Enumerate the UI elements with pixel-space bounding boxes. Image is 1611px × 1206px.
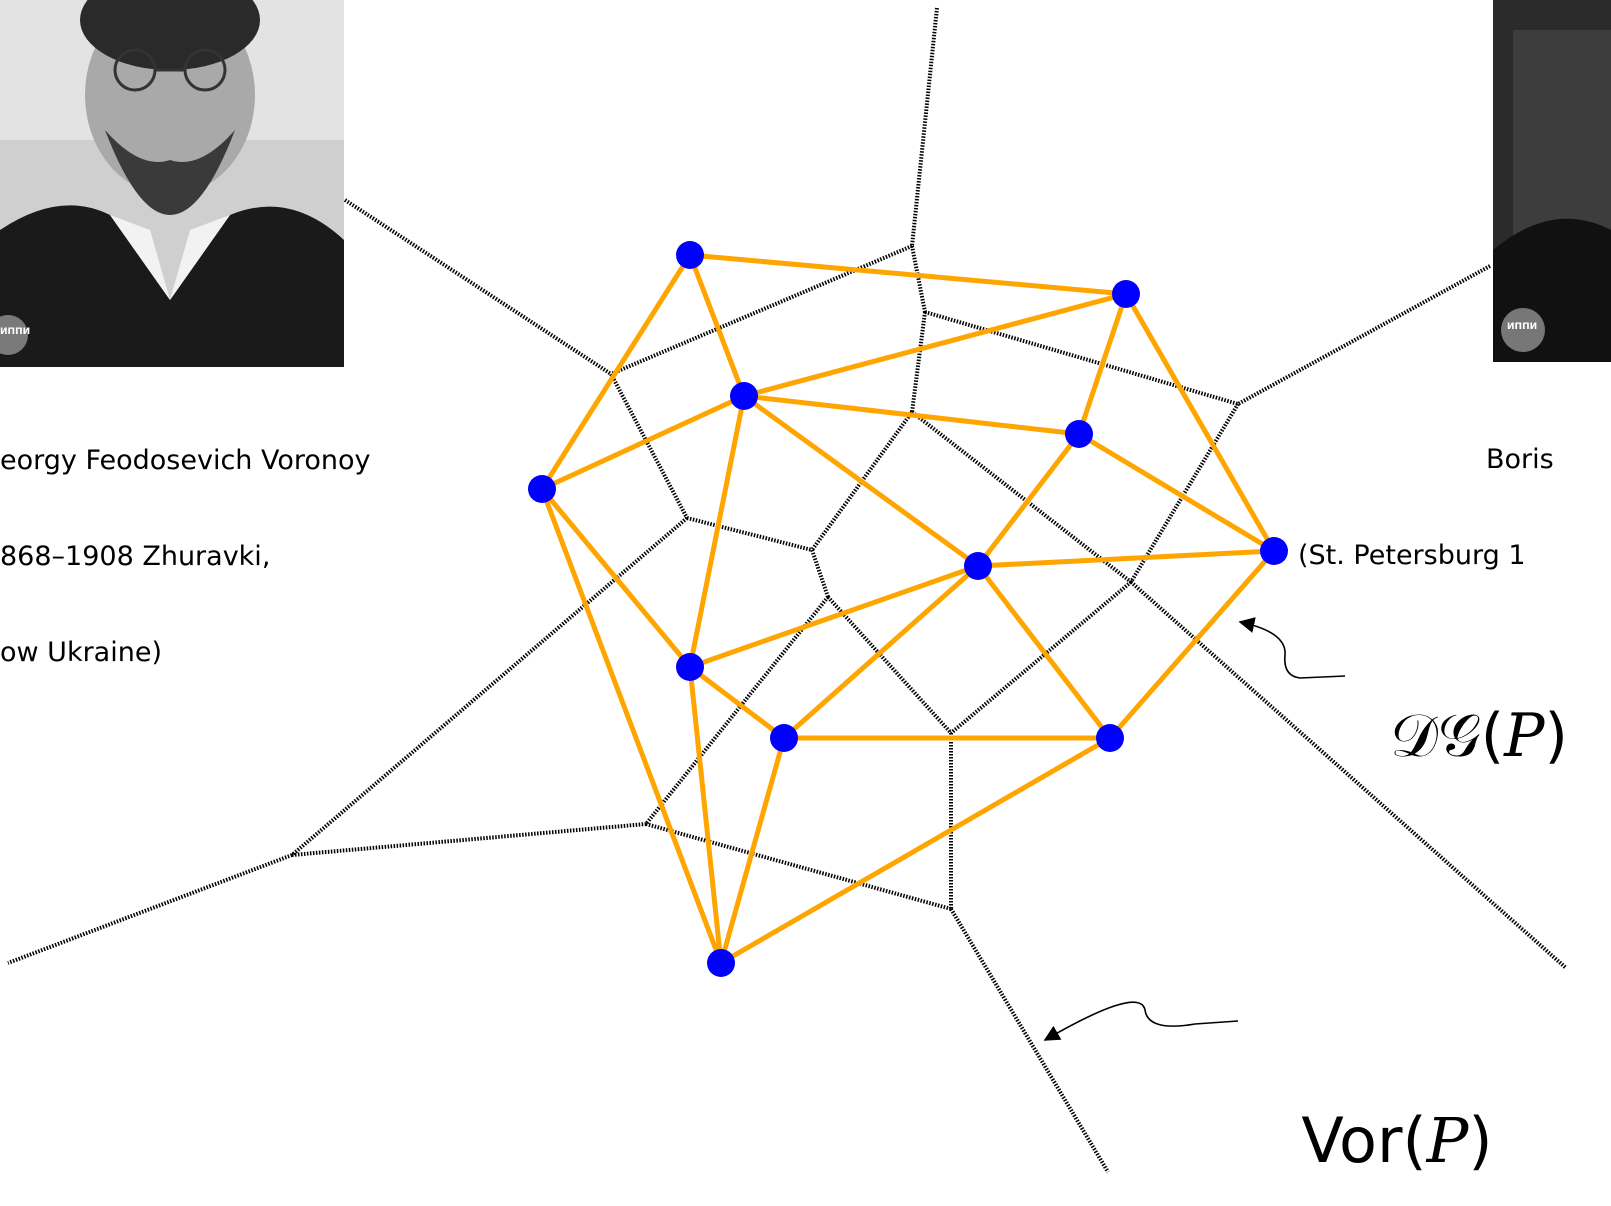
- voronoy-caption-line3: ow Ukraine): [0, 637, 162, 668]
- voronoi-edge: [343, 198, 613, 376]
- delaunay-graph-label: 𝒟𝒢(P): [1352, 628, 1568, 772]
- voronoy-caption: eorgy Feodosevich Voronoy 868–1908 Zhura…: [0, 381, 371, 701]
- site-point: [1112, 280, 1140, 308]
- delaunay-graph-label-var: P: [1504, 701, 1545, 771]
- site-point: [1096, 724, 1124, 752]
- delaunay-edge: [687, 664, 787, 741]
- voronoi-edge: [949, 907, 1110, 1174]
- delaunay-edges: [539, 252, 1277, 966]
- voronoi-edge: [290, 516, 689, 857]
- delaunay-edge: [1076, 431, 1277, 554]
- voronoi-edge: [826, 595, 953, 735]
- delaunay-edge: [1107, 548, 1277, 741]
- delaunay-edge: [718, 735, 787, 966]
- delaunay-graph-label-prefix: 𝒟𝒢(: [1390, 701, 1505, 771]
- delaunay-edge: [741, 291, 1129, 399]
- delaunay-edge: [687, 393, 747, 670]
- voronoi-edge: [686, 516, 813, 552]
- delaunay-edge: [687, 664, 724, 966]
- voronoi-edge: [7, 853, 293, 965]
- voronoi-edges: [7, 7, 1568, 1174]
- delaunay-edge: [781, 563, 981, 741]
- delaunay-edge: [539, 486, 693, 670]
- voronoi-edge: [910, 311, 927, 413]
- voronoi-edge: [910, 245, 927, 313]
- delaunay-edge: [741, 393, 981, 569]
- voronoi-edge: [910, 7, 939, 247]
- delaunay-caption: Boris (St. Petersburg 1: [1298, 380, 1554, 604]
- voronoi-edge: [1237, 264, 1491, 406]
- site-point: [528, 475, 556, 503]
- site-point: [676, 241, 704, 269]
- site-point: [676, 653, 704, 681]
- voronoi-diagram-label-suffix: ): [1468, 1104, 1493, 1177]
- delaunay-edge: [718, 735, 1113, 966]
- site-point: [730, 382, 758, 410]
- delaunay-caption-line2: (St. Petersburg 1: [1298, 540, 1526, 571]
- delaunay-edge: [539, 393, 747, 492]
- site-point: [770, 724, 798, 752]
- delaunay-watermark: ИППИ: [1507, 322, 1538, 332]
- voronoi-edge: [644, 595, 830, 826]
- vor-pointer-arrow: [1043, 1001, 1239, 1041]
- voronoi-diagram-label-prefix: Vor(: [1301, 1104, 1427, 1177]
- delaunay-edge: [975, 563, 1113, 741]
- delaunay-caption-line1: Boris: [1486, 444, 1554, 475]
- delaunay-edge: [975, 431, 1082, 569]
- site-point: [707, 949, 735, 977]
- voronoi-edge: [609, 373, 689, 519]
- delaunay-graph-label-suffix: ): [1544, 701, 1568, 771]
- delaunay-edge: [687, 252, 1129, 297]
- delaunay-portrait-drawing: [1493, 0, 1611, 362]
- voronoi-diagram-label-var: P: [1426, 1104, 1469, 1177]
- site-point: [964, 552, 992, 580]
- voronoi-edge: [910, 410, 1133, 584]
- delaunay-edge: [687, 563, 981, 670]
- delaunay-edge: [741, 393, 1082, 437]
- delaunay-edge: [687, 252, 747, 399]
- delaunay-edge: [539, 486, 724, 966]
- voronoy-portrait-drawing: [0, 0, 344, 367]
- voronoi-edge: [610, 244, 913, 376]
- dg-pointer-arrow: [1238, 617, 1346, 679]
- voronoi-edge: [645, 822, 952, 911]
- voronoy-portrait: ИППИ: [0, 0, 344, 367]
- delaunay-edge: [1076, 291, 1129, 437]
- site-point: [1065, 420, 1093, 448]
- voronoy-caption-line2: 868–1908 Zhuravki,: [0, 541, 271, 572]
- voronoi-edge: [291, 822, 647, 857]
- delaunay-edge: [539, 252, 693, 492]
- voronoy-watermark: ИППИ: [0, 327, 31, 337]
- delaunay-edge: [1123, 291, 1277, 554]
- delaunay-edge: [975, 548, 1277, 569]
- voronoi-edge: [949, 580, 1133, 735]
- voronoi-edge: [924, 310, 1239, 406]
- voronoi-edge: [810, 549, 830, 598]
- voronoi-diagram-label: Vor(P): [1262, 1030, 1493, 1178]
- voronoi-edge: [1129, 580, 1568, 970]
- delaunay-portrait: ИППИ: [1493, 0, 1611, 362]
- site-point: [1260, 537, 1288, 565]
- voronoy-caption-line1: eorgy Feodosevich Voronoy: [0, 445, 371, 476]
- sites: [528, 241, 1288, 977]
